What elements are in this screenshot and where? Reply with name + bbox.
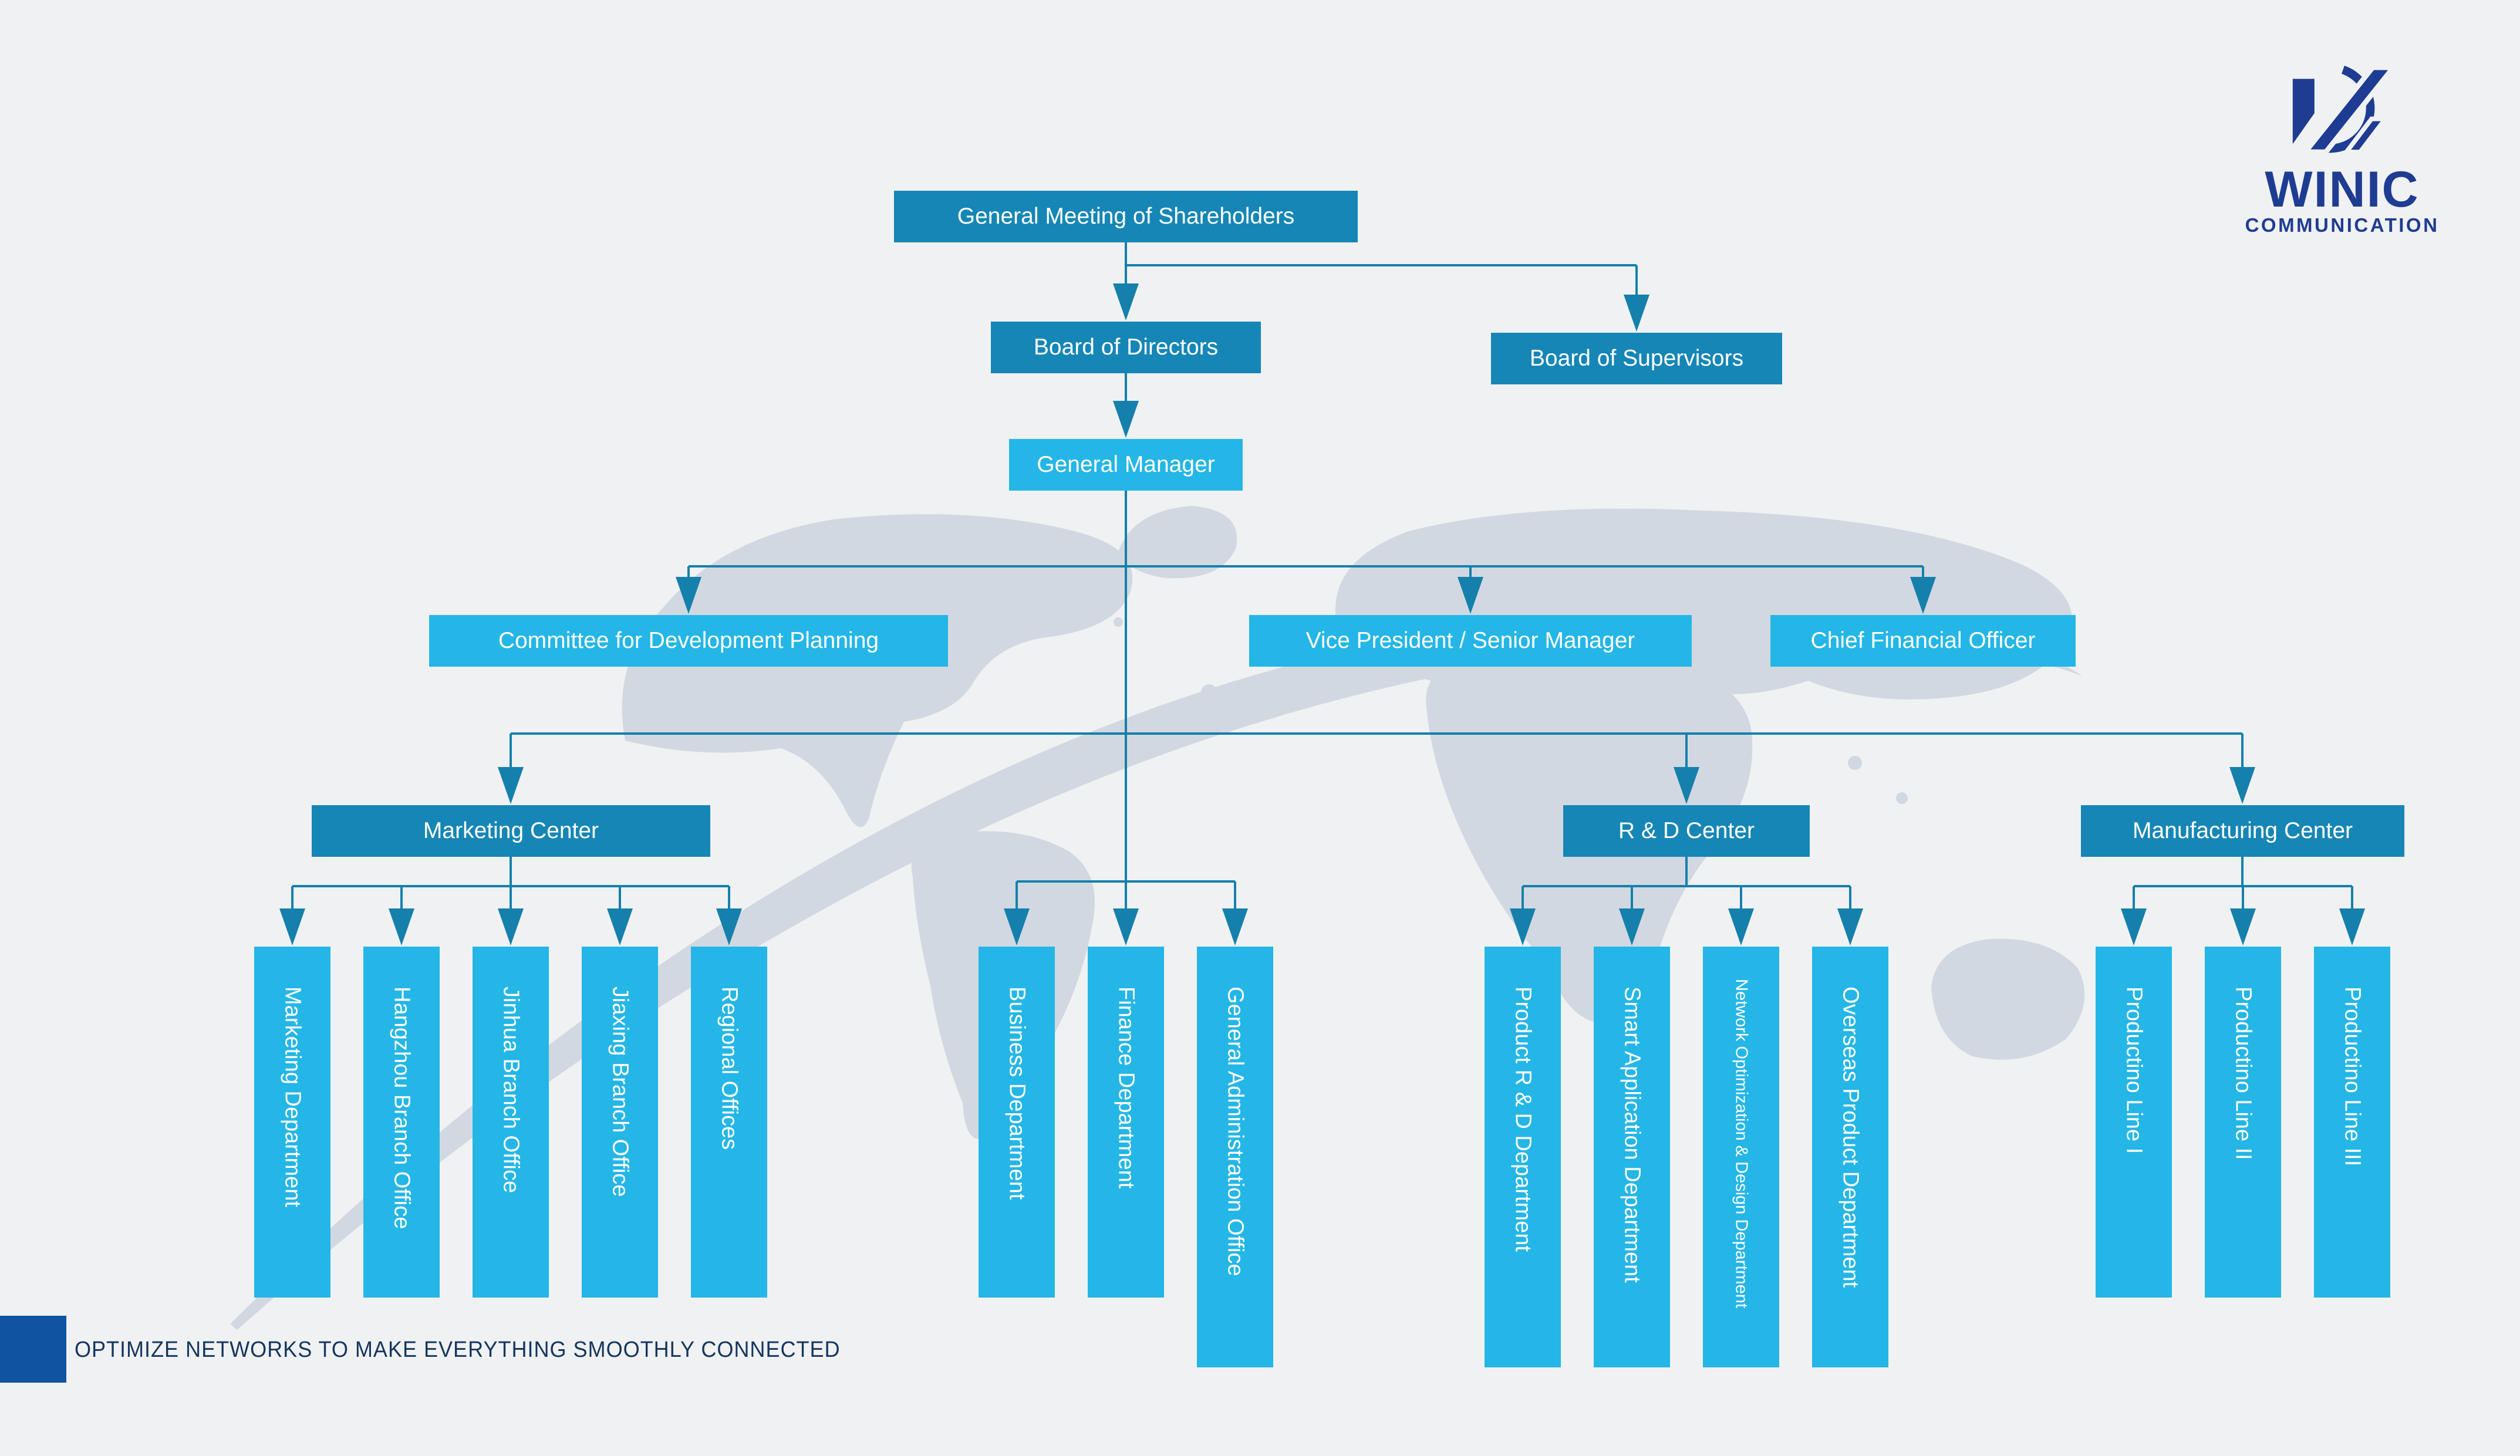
- org-bar-marketing-department: Marketing Department: [254, 947, 330, 1298]
- org-box-vice-president-senior-manager: Vice President / Senior Manager: [1249, 615, 1692, 667]
- arrowhead-icon: [716, 908, 742, 945]
- org-bar-smart-application-department: Smart Application Department: [1594, 947, 1670, 1367]
- org-box-board-of-supervisors: Board of Supervisors: [1491, 333, 1782, 384]
- arrowhead-icon: [607, 908, 633, 945]
- org-bar-regional-offices: Regional Offices: [691, 947, 767, 1298]
- org-box-chief-financial-officer: Chief Financial Officer: [1770, 615, 2076, 667]
- org-bar-production-line-2: Productino Line II: [2205, 947, 2281, 1298]
- arrowhead-icon: [1624, 295, 1649, 332]
- org-box-board-of-directors: Board of Directors: [991, 322, 1261, 373]
- arrowhead-icon: [1910, 577, 1936, 614]
- org-box-general-meeting-of-shareholders: General Meeting of Shareholders: [894, 191, 1358, 242]
- arrowhead-icon: [1113, 401, 1139, 438]
- org-box-general-manager: General Manager: [1009, 439, 1243, 491]
- logo-brand-text: WINIC: [2265, 161, 2420, 218]
- org-bar-general-administration-office: General Administration Office: [1197, 947, 1273, 1367]
- arrowhead-icon: [1619, 908, 1645, 945]
- arrowhead-icon: [1113, 908, 1139, 945]
- map-australia: [1931, 938, 2085, 1060]
- arrowhead-icon: [1674, 767, 1699, 804]
- logo-sub-text: COMMUNICATION: [2245, 214, 2440, 236]
- org-bar-hangzhou-branch-office: Hangzhou Branch Office: [363, 947, 440, 1298]
- org-bar-product-rd-department: Product R & D Department: [1485, 947, 1561, 1367]
- connector-arrowheads: [279, 283, 2365, 945]
- company-logo: WINIC COMMUNICATION: [2236, 63, 2448, 235]
- org-bar-business-department: Business Department: [979, 947, 1055, 1298]
- org-bar-network-optimization-design-department: Network Optimization & Design Department: [1703, 947, 1779, 1367]
- arrowhead-icon: [1728, 908, 1754, 945]
- arrowhead-icon: [1113, 283, 1139, 320]
- org-bar-overseas-product-department: Overseas Product Department: [1812, 947, 1888, 1367]
- arrowhead-icon: [1222, 908, 1248, 945]
- org-bar-finance-department: Finance Department: [1088, 947, 1164, 1298]
- arrowhead-icon: [1837, 908, 1863, 945]
- arrowhead-icon: [1458, 577, 1483, 614]
- tagline-accent-block: [0, 1316, 66, 1383]
- arrowhead-icon: [1004, 908, 1030, 945]
- org-bar-jiaxing-branch-office: Jiaxing Branch Office: [582, 947, 658, 1298]
- arrowhead-icon: [498, 767, 524, 804]
- arrowhead-icon: [2229, 767, 2255, 804]
- arrowhead-icon: [279, 908, 305, 945]
- org-box-marketing-center: Marketing Center: [312, 805, 710, 857]
- arrowhead-icon: [1510, 908, 1536, 945]
- winic-logo-icon: [2292, 65, 2398, 155]
- org-box-manufacturing-center: Manufacturing Center: [2081, 805, 2404, 857]
- map-swoosh-arc: [230, 604, 2083, 1330]
- arrowhead-icon: [498, 908, 524, 945]
- org-box-rd-center: R & D Center: [1563, 805, 1810, 857]
- org-bar-production-line-3: Productino Line III: [2314, 947, 2390, 1298]
- arrowhead-icon: [2339, 908, 2365, 945]
- map-north-america: [622, 514, 1133, 827]
- arrowhead-icon: [676, 577, 701, 614]
- connector-lines: [291, 242, 2353, 911]
- org-bar-production-line-1: Productino Line I: [2096, 947, 2172, 1298]
- arrowhead-icon: [2121, 908, 2147, 945]
- map-greenland: [1118, 506, 1237, 579]
- arrowhead-icon: [2230, 908, 2256, 945]
- org-box-committee-for-development-planning: Committee for Development Planning: [429, 615, 948, 667]
- org-bar-jinhua-branch-office: Jinhua Branch Office: [473, 947, 549, 1298]
- tagline-text: OPTIMIZE NETWORKS TO MAKE EVERYTHING SMO…: [75, 1337, 841, 1362]
- arrowhead-icon: [389, 908, 414, 945]
